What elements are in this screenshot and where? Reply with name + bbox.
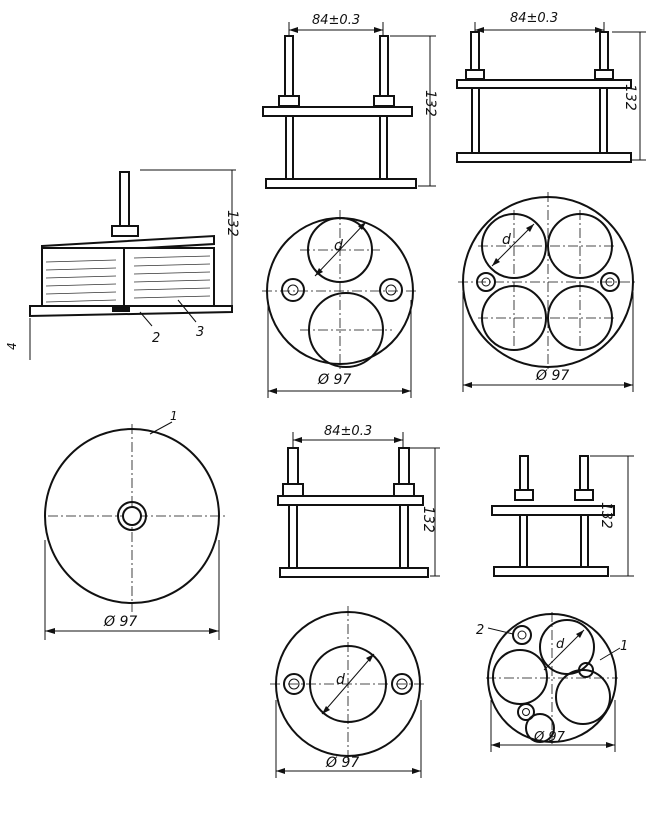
spacing-label-bm: 84±0.3 [324,424,372,439]
d-label-single: d [336,672,345,688]
d-label-four: d [502,232,511,248]
assembly-top-right: 84±0.3 132 [456,11,646,163]
d-label-mid: d [334,238,343,254]
height-label-tr: 132 [622,84,638,111]
side-section-view: 132 4 2 3 [5,169,240,360]
diameter-label-four-small: Ø 97 [533,730,566,745]
assembly-bottom-middle: 84±0.3 132 [277,424,440,578]
side-height-label: 132 [224,210,240,237]
callout-3-side: 3 [196,325,204,340]
spacing-label-tr: 84±0.3 [510,11,558,26]
assembly-bottom-right: 132 [491,455,634,577]
plan-diameter-label: Ø 97 [103,614,137,630]
assembly-top-middle: 84±0.3 132 [262,13,438,189]
round-plan-view: 1 Ø 97 [44,409,226,640]
d-label-four-small: d [556,637,565,652]
diameter-label-mid: Ø 97 [317,372,351,388]
plan-four-small: d 2 1 Ø 97 [476,612,628,752]
height-label-bm: 132 [420,506,436,533]
height-label-br: 132 [598,502,614,529]
callout-2-plan: 2 [476,623,484,638]
plan-single-tube: d Ø 97 [270,606,426,778]
callout-2-side: 2 [152,331,160,346]
plan-two-tubes: d Ø 97 [262,210,418,398]
diameter-label-four: Ø 97 [535,368,569,384]
height-label-tm: 132 [422,90,438,117]
spacing-label-tm: 84±0.3 [312,13,360,28]
callout-1-plan-small: 1 [620,639,628,654]
callout-1-plan: 1 [170,409,178,423]
diameter-label-single: Ø 97 [325,755,359,771]
plan-four-tubes: d Ø 97 [458,192,638,392]
side-thickness-label: 4 [5,342,19,350]
